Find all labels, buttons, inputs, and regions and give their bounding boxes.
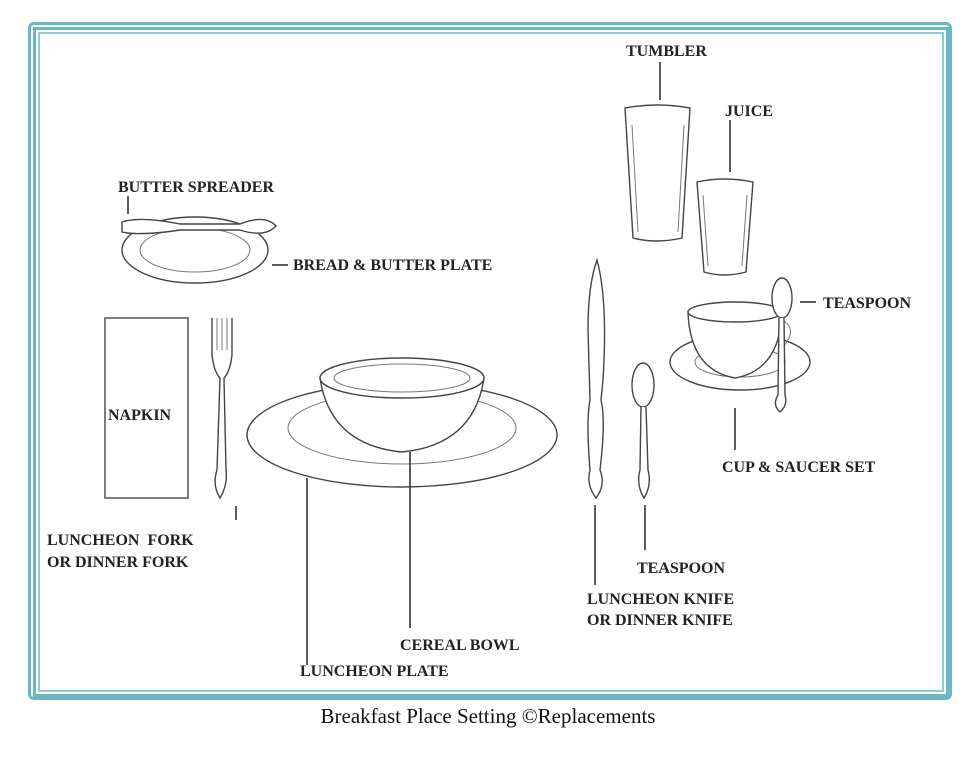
napkin — [104, 317, 189, 499]
label-knife-line1: LUNCHEON KNIFE — [587, 591, 734, 608]
label-luncheon-plate: LUNCHEON PLATE — [300, 663, 449, 680]
cup-teaspoon — [771, 277, 793, 413]
frame-middle — [33, 27, 949, 697]
frame-inner — [38, 32, 944, 692]
tumbler-glass — [624, 104, 691, 242]
label-juice: JUICE — [725, 103, 773, 120]
cup-and-saucer — [669, 301, 811, 391]
label-cup-saucer: CUP & SAUCER SET — [722, 459, 876, 476]
label-cereal-bowl: CEREAL BOWL — [400, 637, 520, 654]
cereal-bowl — [319, 357, 485, 453]
label-butter-spreader: BUTTER SPREADER — [118, 179, 274, 196]
caption: Breakfast Place Setting ©Replacements — [320, 704, 656, 728]
label-napkin: NAPKIN — [108, 407, 172, 424]
label-tumbler: TUMBLER — [626, 43, 707, 60]
teaspoon — [631, 362, 655, 500]
juice-glass — [696, 178, 754, 276]
label-bread-butter-plate: BREAD & BUTTER PLATE — [293, 257, 492, 274]
label-teaspoon: TEASPOON — [637, 560, 725, 577]
label-teaspoon-cup: TEASPOON — [823, 295, 911, 312]
leader-lines — [127, 62, 816, 665]
frame-outer — [28, 22, 952, 700]
fork — [211, 318, 233, 500]
knife — [587, 257, 606, 500]
label-knife-line2: OR DINNER KNIFE — [587, 612, 733, 629]
label-fork-line2: OR DINNER FORK — [47, 554, 189, 571]
bread-butter-plate — [121, 216, 269, 284]
label-fork-line1: LUNCHEON FORK — [47, 532, 194, 549]
butter-spreader — [121, 218, 277, 235]
